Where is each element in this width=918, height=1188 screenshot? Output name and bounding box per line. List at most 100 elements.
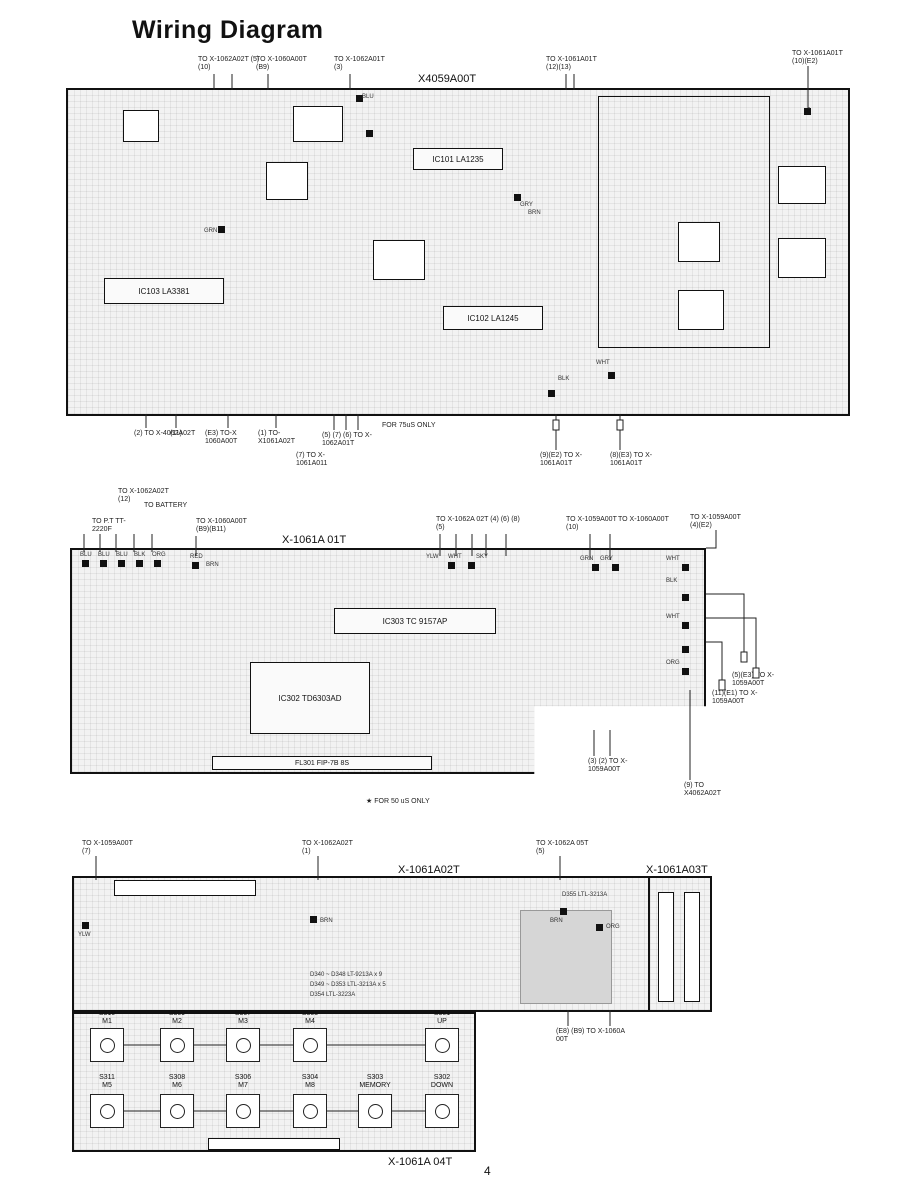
- board-x1061a03t: [648, 876, 712, 1012]
- b2-conn-top-5: TO X-1062A 02T (4) (6) (8) (5): [436, 516, 520, 531]
- b2-wire-15: WHT: [666, 614, 680, 620]
- pad-b2-8: [468, 562, 475, 569]
- switch-up[interactable]: [425, 1028, 459, 1062]
- lead-b2-top-far: [589, 530, 717, 560]
- b2-wire-6: RED: [190, 554, 203, 560]
- switch-m2[interactable]: [160, 1028, 194, 1062]
- wire-brn: BRN: [528, 210, 541, 216]
- coil-l103: [678, 290, 724, 330]
- b2-conn-right-4: (3) (2) TO X-1059A00T: [588, 758, 628, 773]
- b1-conn-bottom-2: (11): [170, 430, 182, 437]
- b1-conn-bottom-8: (8)(E3) TO X-1061A01T: [610, 452, 653, 467]
- switch-m3[interactable]: [226, 1028, 260, 1062]
- b2-wire-7: BRN: [206, 562, 219, 568]
- board-x1061a02t: YLW BRN BRN ORG D340 ~ D348 LT-9213A x 9…: [72, 876, 712, 1012]
- switch-memory[interactable]: [358, 1094, 392, 1128]
- switch-m5[interactable]: [90, 1094, 124, 1128]
- wire-grn: GRN: [204, 228, 218, 234]
- board4-name: X-1061A03T: [646, 864, 708, 876]
- pad-b2-15: [682, 668, 689, 675]
- coil-l109: [293, 106, 343, 142]
- switch-ref: S308: [168, 1074, 186, 1081]
- b2-wire-2: BLU: [98, 552, 110, 558]
- page-number: 4: [484, 1164, 491, 1178]
- b2-wire-3: BLU: [116, 552, 128, 558]
- b2-wire-13: WHT: [666, 556, 680, 562]
- coil-l112: [373, 240, 425, 280]
- board5-name: X-1061A 04T: [388, 1156, 453, 1168]
- switch-m7[interactable]: [226, 1094, 260, 1128]
- coil-t131: [123, 110, 159, 142]
- b1-plug-2: [616, 419, 624, 431]
- board3-name: X-1061A02T: [398, 864, 460, 876]
- b2-wire-10: SKY: [476, 554, 489, 560]
- pad-b2-14: [682, 646, 689, 653]
- switch-name: UP: [437, 1018, 447, 1025]
- b3-wire-3: BRN: [550, 918, 563, 924]
- switch-name: DOWN: [430, 1082, 454, 1089]
- b2-plug-2: [752, 667, 760, 679]
- b3-conn-top-3: TO X-1062A 05T (5): [536, 840, 589, 855]
- b1-conn-top-5: TO X-1061A01T (10)(E2): [792, 50, 843, 65]
- ic101: IC101 LA1235: [413, 148, 503, 170]
- pad-b2-4: [136, 560, 143, 567]
- led-note-2: D349 ~ D353 LTL-3213A x 5: [310, 982, 386, 988]
- footnote-75us: FOR 75uS ONLY: [382, 422, 436, 429]
- board-x1061a04t: [72, 1012, 476, 1152]
- switch-name: M1: [102, 1018, 112, 1025]
- b2-conn-top-1: TO P.T TT-2220F: [92, 518, 126, 533]
- switch-m6[interactable]: [160, 1094, 194, 1128]
- b2-wire-11: GRN: [580, 556, 594, 562]
- b3-conn-bottom: (E8) (B9) TO X-1060A 00T: [556, 1028, 625, 1043]
- pad-b2-12: [682, 594, 689, 601]
- b3-wire-2: BRN: [320, 918, 333, 924]
- switch-m1[interactable]: [90, 1028, 124, 1062]
- switch-ref: S303: [366, 1074, 384, 1081]
- pad-b2-13: [682, 622, 689, 629]
- switch-name: M4: [305, 1018, 315, 1025]
- switch-m8[interactable]: [293, 1094, 327, 1128]
- wire-blu: BLU: [362, 94, 374, 100]
- b1-conn-bottom-7: (9)(E2) TO X-1061A01T: [540, 452, 583, 467]
- switch-name: M2: [172, 1018, 182, 1025]
- b1-conn-top-2: TO X-1060A00T (B9): [256, 56, 307, 71]
- b2-wire-9: WHT: [448, 554, 462, 560]
- switch-name: M8: [305, 1082, 315, 1089]
- switch-ref: S310: [98, 1010, 116, 1017]
- ic103: IC103 LA3381: [104, 278, 224, 304]
- pad-grn: [218, 226, 225, 233]
- lead-b2-top-left: [83, 534, 153, 552]
- b3-conn-top-2: TO X-1062A02T (1): [302, 840, 353, 855]
- pad-red: [366, 130, 373, 137]
- b1-conn-bottom-6: (5) (7) (6) TO X-1062A01T: [322, 432, 372, 447]
- switch-name: MEMORY: [359, 1082, 391, 1089]
- pad-ylw: [82, 922, 89, 929]
- b2-conn-top-4: TO X-1060A00T (B9)(B11): [196, 518, 247, 533]
- b2-wire-16: ORG: [666, 660, 680, 666]
- switch-down[interactable]: [425, 1094, 459, 1128]
- led-note-3: D354 LTL-3223A: [310, 992, 356, 998]
- wire-blk: BLK: [558, 376, 570, 382]
- switch-ref: S307: [234, 1010, 252, 1017]
- b2-conn-top-7: TO X-1060A00T: [618, 516, 669, 523]
- b3-conn-top-1: TO X-1059A00T (7): [82, 840, 133, 855]
- b1-conn-bottom-3: (E3) TO-X 1060A00T: [205, 430, 238, 445]
- pad-b2-7: [448, 562, 455, 569]
- pad-org: [596, 924, 603, 931]
- switch-name: M3: [238, 1018, 248, 1025]
- switch-m4[interactable]: [293, 1028, 327, 1062]
- board2-name: X-1061A 01T: [282, 534, 347, 546]
- lead-b3-top: [95, 856, 561, 880]
- b2-wire-4: BLK: [134, 552, 146, 558]
- lead-b1-top-1: [213, 74, 233, 90]
- pad-b2-5: [154, 560, 161, 567]
- pad-brn: [310, 916, 317, 923]
